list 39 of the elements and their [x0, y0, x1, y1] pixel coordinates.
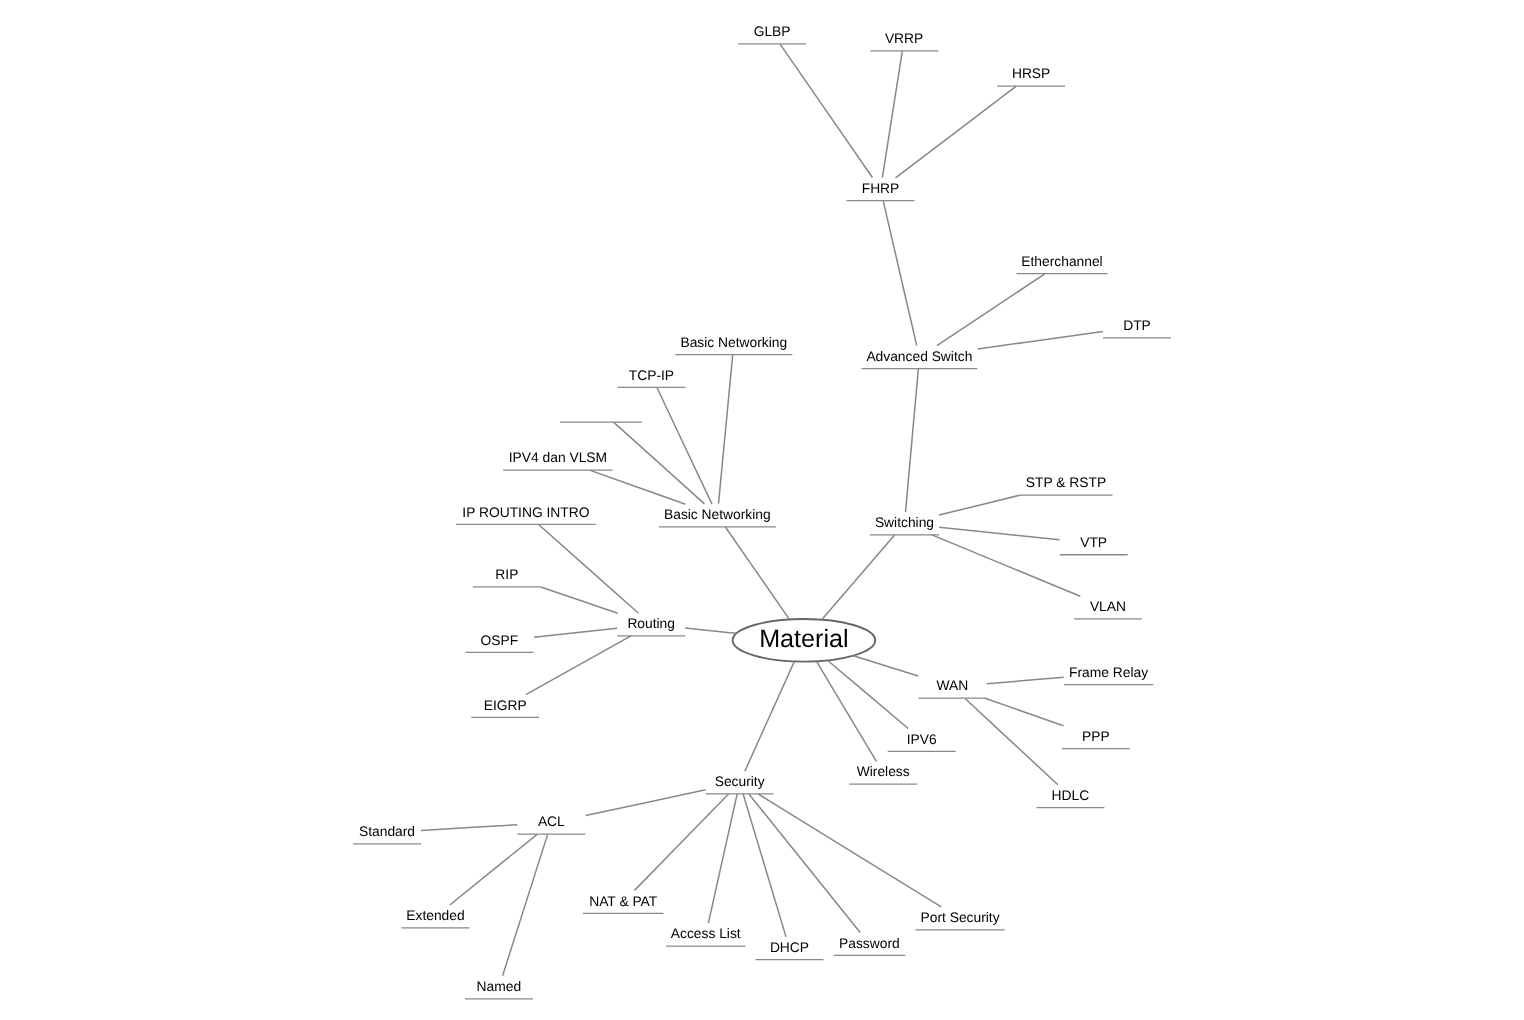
- connector: [717, 353, 734, 505]
- connector: [748, 793, 861, 934]
- connector: [985, 676, 1065, 685]
- connector: [612, 421, 706, 505]
- connector: [938, 526, 1061, 541]
- connector: [525, 635, 632, 696]
- connector: [936, 273, 1046, 347]
- connector: [633, 793, 730, 892]
- connector: [501, 833, 549, 977]
- connector: [449, 833, 538, 906]
- connector: [852, 655, 919, 677]
- connector: [538, 523, 639, 614]
- connector: [744, 661, 795, 772]
- connector: [821, 534, 896, 621]
- connector: [815, 660, 878, 763]
- connector: [984, 697, 1065, 727]
- connector: [589, 469, 687, 505]
- connector: [707, 793, 738, 924]
- node-line: [559, 421, 643, 423]
- connector: [881, 50, 904, 179]
- connector: [539, 586, 619, 614]
- connector: [827, 659, 909, 730]
- connector: [779, 43, 874, 179]
- connector: [894, 85, 1017, 179]
- connector: [584, 789, 707, 817]
- connector: [882, 200, 918, 347]
- connector: [964, 697, 1059, 786]
- connector: [420, 824, 519, 832]
- connector: [533, 627, 618, 638]
- connector: [684, 627, 738, 635]
- connector: [757, 793, 942, 908]
- connector: [724, 526, 790, 620]
- node-ellipse: Material: [731, 618, 877, 663]
- connector: [742, 793, 787, 938]
- connector: [931, 534, 1082, 597]
- connector: [656, 386, 713, 505]
- connector: [904, 367, 920, 513]
- connector: [976, 330, 1104, 350]
- connector: [938, 494, 1021, 516]
